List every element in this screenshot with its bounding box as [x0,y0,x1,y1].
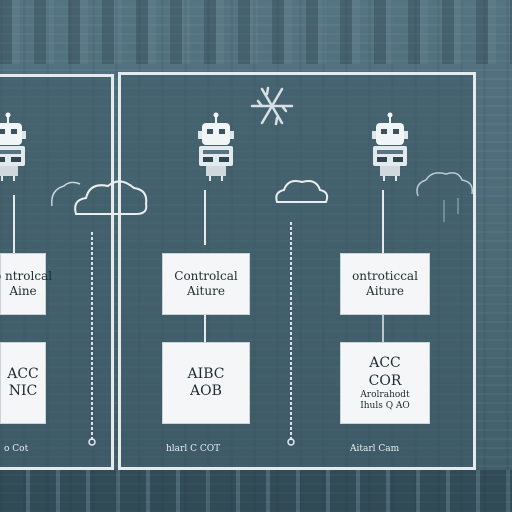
left-bottom-line1: ACC [7,365,39,382]
cloud-icon [275,180,329,203]
center-top-line2: Aiture [187,284,225,298]
right-top-line1: ontroticcal [352,269,418,283]
robot-icon [0,111,27,182]
connector-dot-mid [287,438,295,446]
left-bottom-box: ACC NIC [0,342,46,424]
robot-icon [197,111,235,182]
cloud-icon [51,181,81,207]
left-caption: o Cot [4,444,29,454]
center-bottom-line2: AOB [190,383,222,399]
right-bottom-note2: Ihuls Q AO [360,400,410,411]
top-texture-band [0,0,512,64]
cloud-icon [74,180,148,215]
left-bottom-line2: NIC [8,383,38,399]
right-bottom-box: ACC COR Arolrahodt Ihuls Q AO [340,342,430,424]
right-top-box: ontroticcal Aiture [340,253,430,315]
center-top-box: Controlcal Aiture [162,253,250,315]
left-top-line1: o ntrolcal [0,269,53,283]
center-top-line1: Controlcal [174,269,238,283]
left-top-box: o ntrolcal Aine [0,253,52,315]
center-bottom-line1: AIBC [187,365,225,382]
right-top-line2: Aiture [366,284,404,298]
right-bottom-line1: ACC [369,355,401,372]
snowflake-icon [250,86,294,126]
right-bottom-line2: COR [368,372,402,389]
center-caption: hlarl C COT [166,444,221,454]
connector-dot-left [88,438,96,446]
robot-icon [371,111,409,182]
bottom-texture-band [0,470,512,512]
right-caption: Aitarl Cam [350,444,400,454]
cloud-icon [416,172,474,197]
center-bottom-box: AIBC AOB [162,342,250,424]
left-top-line2: Aine [9,284,37,298]
right-bottom-note1: Arolrahodt [360,390,410,401]
